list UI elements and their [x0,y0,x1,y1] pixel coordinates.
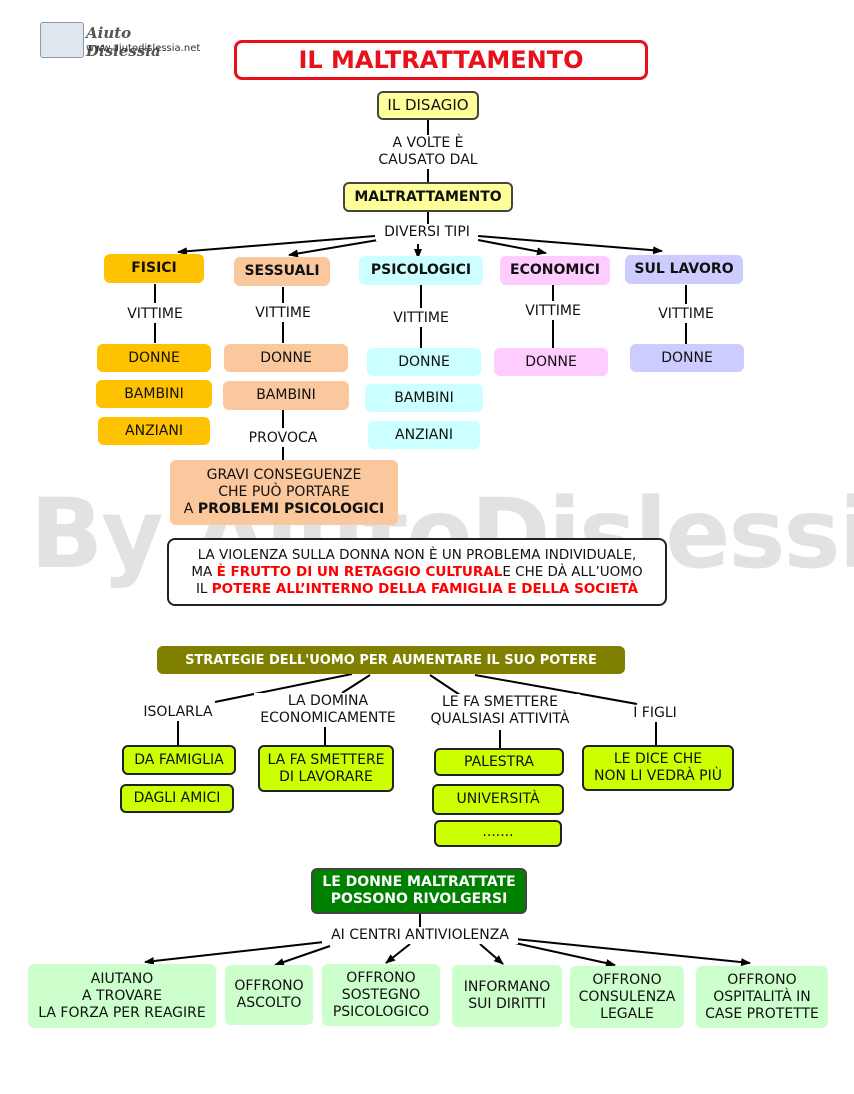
conseguenze-line-3-bold: PROBLEMI PSICOLOGICI [197,501,385,517]
link-domina-economicamente: LA DOMINA ECONOMICAMENTE [254,693,402,727]
book-icon [40,22,84,58]
victim-fisici-anziani: ANZIANI [98,417,210,445]
node-violenza-sulla-donna: LA VIOLENZA SULLA DONNA NON È UN PROBLEM… [167,538,667,606]
node-universita: UNIVERSITÀ [432,784,564,815]
type-fisici: FISICI [104,254,204,283]
node-altro: ....... [434,820,562,847]
node-dagli-amici: DAGLI AMICI [120,784,234,813]
type-sessuali: SESSUALI [234,257,330,286]
centro-forza-reagire: AIUTANO A TROVARE LA FORZA PER REAGIRE [28,964,216,1028]
centro-diritti: INFORMANO SUI DIRITTI [452,965,562,1027]
node-palestra: PALESTRA [434,748,564,776]
centro-sostegno-psicologico: OFFRONO SOSTEGNO PSICOLOGICO [322,964,440,1026]
victim-fisici-donne: DONNE [97,344,211,372]
node-maltrattamento: MALTRATTAMENTO [343,182,513,212]
violenza-line-2: MA È FRUTTO DI UN RETAGGIO CULTURALE CHE… [191,564,642,581]
link-vittime-fisici: VITTIME [115,306,195,323]
violenza-line-2-prefix: MA [191,563,217,580]
centro-consulenza-legale: OFFRONO CONSULENZA LEGALE [570,966,684,1028]
logo[interactable]: Aiuto Dislessia www.aiutodislessia.net [40,22,200,62]
centro-ascolto: OFFRONO ASCOLTO [225,965,313,1025]
violenza-potere: POTERE ALL’INTERNO DELLA FAMIGLIA E DELL… [211,580,639,597]
victim-psicologici-bambini: BAMBINI [365,384,483,412]
link-centri-antiviolenza: AI CENTRI ANTIVIOLENZA [322,927,518,944]
node-non-li-vedra: LE DICE CHE NON LI VEDRÀ PIÙ [582,745,734,791]
violenza-line-3: IL POTERE ALL’INTERNO DELLA FAMIGLIA E D… [196,581,638,598]
type-psicologici: PSICOLOGICI [359,256,483,285]
logo-title: Aiuto Dislessia [86,24,161,60]
type-sul-lavoro: SUL LAVORO [625,255,743,284]
centro-case-protette: OFFRONO OSPITALITÀ IN CASE PROTETTE [696,966,828,1028]
link-diversi-tipi: DIVERSI TIPI [376,224,478,241]
page-title: IL MALTRATTAMENTO [234,40,648,80]
victim-fisici-bambini: BAMBINI [96,380,212,408]
conseguenze-line-3: A PROBLEMI PSICOLOGICI [184,501,384,518]
node-gravi-conseguenze: GRAVI CONSEGUENZE CHE PUÒ PORTARE A PROB… [170,460,398,525]
logo-url: www.aiutodislessia.net [86,43,201,54]
type-economici: ECONOMICI [500,256,610,285]
violenza-line-1: LA VIOLENZA SULLA DONNA NON È UN PROBLEM… [197,546,637,563]
violenza-line-3-prefix: IL [195,580,212,597]
conseguenze-line-2: CHE PUÒ PORTARE [218,484,350,500]
link-vittime-psicologici: VITTIME [381,310,461,327]
violenza-retaggio-culturale: È FRUTTO DI UN RETAGGIO CULTURAL [216,563,503,580]
conseguenze-line-3-prefix: A [183,501,198,517]
link-isolarla: ISOLARLA [133,704,223,721]
victim-psicologici-donne: DONNE [367,348,481,376]
link-vittime-sessuali: VITTIME [243,305,323,322]
node-strategie: STRATEGIE DELL'UOMO PER AUMENTARE IL SUO… [157,646,625,674]
victim-psicologici-anziani: ANZIANI [368,421,480,449]
victim-sessuali-bambini: BAMBINI [223,381,349,410]
node-smettere-lavorare: LA FA SMETTERE DI LAVORARE [258,745,394,792]
victim-sessuali-donne: DONNE [224,344,348,372]
violenza-line-2-suffix: E CHE DÀ ALL’UOMO [502,563,643,580]
conseguenze-line-1: GRAVI CONSEGUENZE [206,467,362,483]
link-smettere-attivita: LE FA SMETTERE QUALSIASI ATTIVITÀ [420,694,580,728]
link-provoca: PROVOCA [240,430,326,447]
link-vittime-economici: VITTIME [513,303,593,320]
victim-economici-donne: DONNE [494,348,608,376]
node-donne-maltrattate: LE DONNE MALTRATTATE POSSONO RIVOLGERSI [311,868,527,914]
victim-lavoro-donne: DONNE [630,344,744,372]
link-figli: I FIGLI [622,705,688,722]
link-vittime-lavoro: VITTIME [646,306,726,323]
node-da-famiglia: DA FAMIGLIA [122,745,236,775]
link-causato-dal: A VOLTE È CAUSATO DAL [368,135,488,169]
node-disagio: IL DISAGIO [377,91,479,120]
